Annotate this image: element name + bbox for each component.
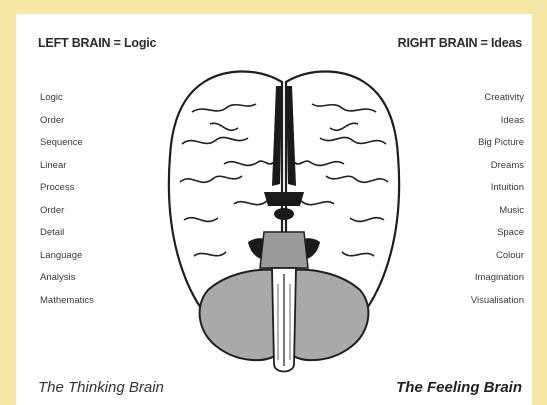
left-brain-heading: LEFT BRAIN = Logic	[38, 36, 156, 50]
left-brain-list: Logic Order Sequence Linear Process Orde…	[40, 89, 94, 314]
brain-illustration	[164, 64, 404, 386]
left-list-item: Process	[40, 179, 94, 202]
left-list-item: Sequence	[40, 134, 94, 157]
feeling-brain-caption: The Feeling Brain	[396, 379, 522, 396]
left-list-item: Mathematics	[40, 292, 94, 315]
right-brain-list: Creativity Ideas Big Picture Dreams Intu…	[471, 89, 524, 314]
right-list-item: Big Picture	[471, 134, 524, 157]
left-list-item: Order	[40, 112, 94, 135]
right-list-item: Dreams	[471, 157, 524, 180]
left-list-item: Language	[40, 247, 94, 270]
right-list-item: Visualisation	[471, 292, 524, 315]
right-list-item: Music	[471, 202, 524, 225]
right-list-item: Imagination	[471, 269, 524, 292]
right-list-item: Space	[471, 224, 524, 247]
right-list-item: Creativity	[471, 89, 524, 112]
right-list-item: Ideas	[471, 112, 524, 135]
left-list-item: Analysis	[40, 269, 94, 292]
left-list-item: Linear	[40, 157, 94, 180]
right-list-item: Intuition	[471, 179, 524, 202]
left-list-item: Logic	[40, 89, 94, 112]
left-list-item: Order	[40, 202, 94, 225]
left-list-item: Detail	[40, 224, 94, 247]
diagram-panel: LEFT BRAIN = Logic RIGHT BRAIN = Ideas L…	[16, 14, 532, 405]
right-list-item: Colour	[471, 247, 524, 270]
pons	[260, 232, 308, 268]
right-brain-heading: RIGHT BRAIN = Ideas	[398, 36, 522, 50]
thinking-brain-caption: The Thinking Brain	[38, 379, 164, 396]
